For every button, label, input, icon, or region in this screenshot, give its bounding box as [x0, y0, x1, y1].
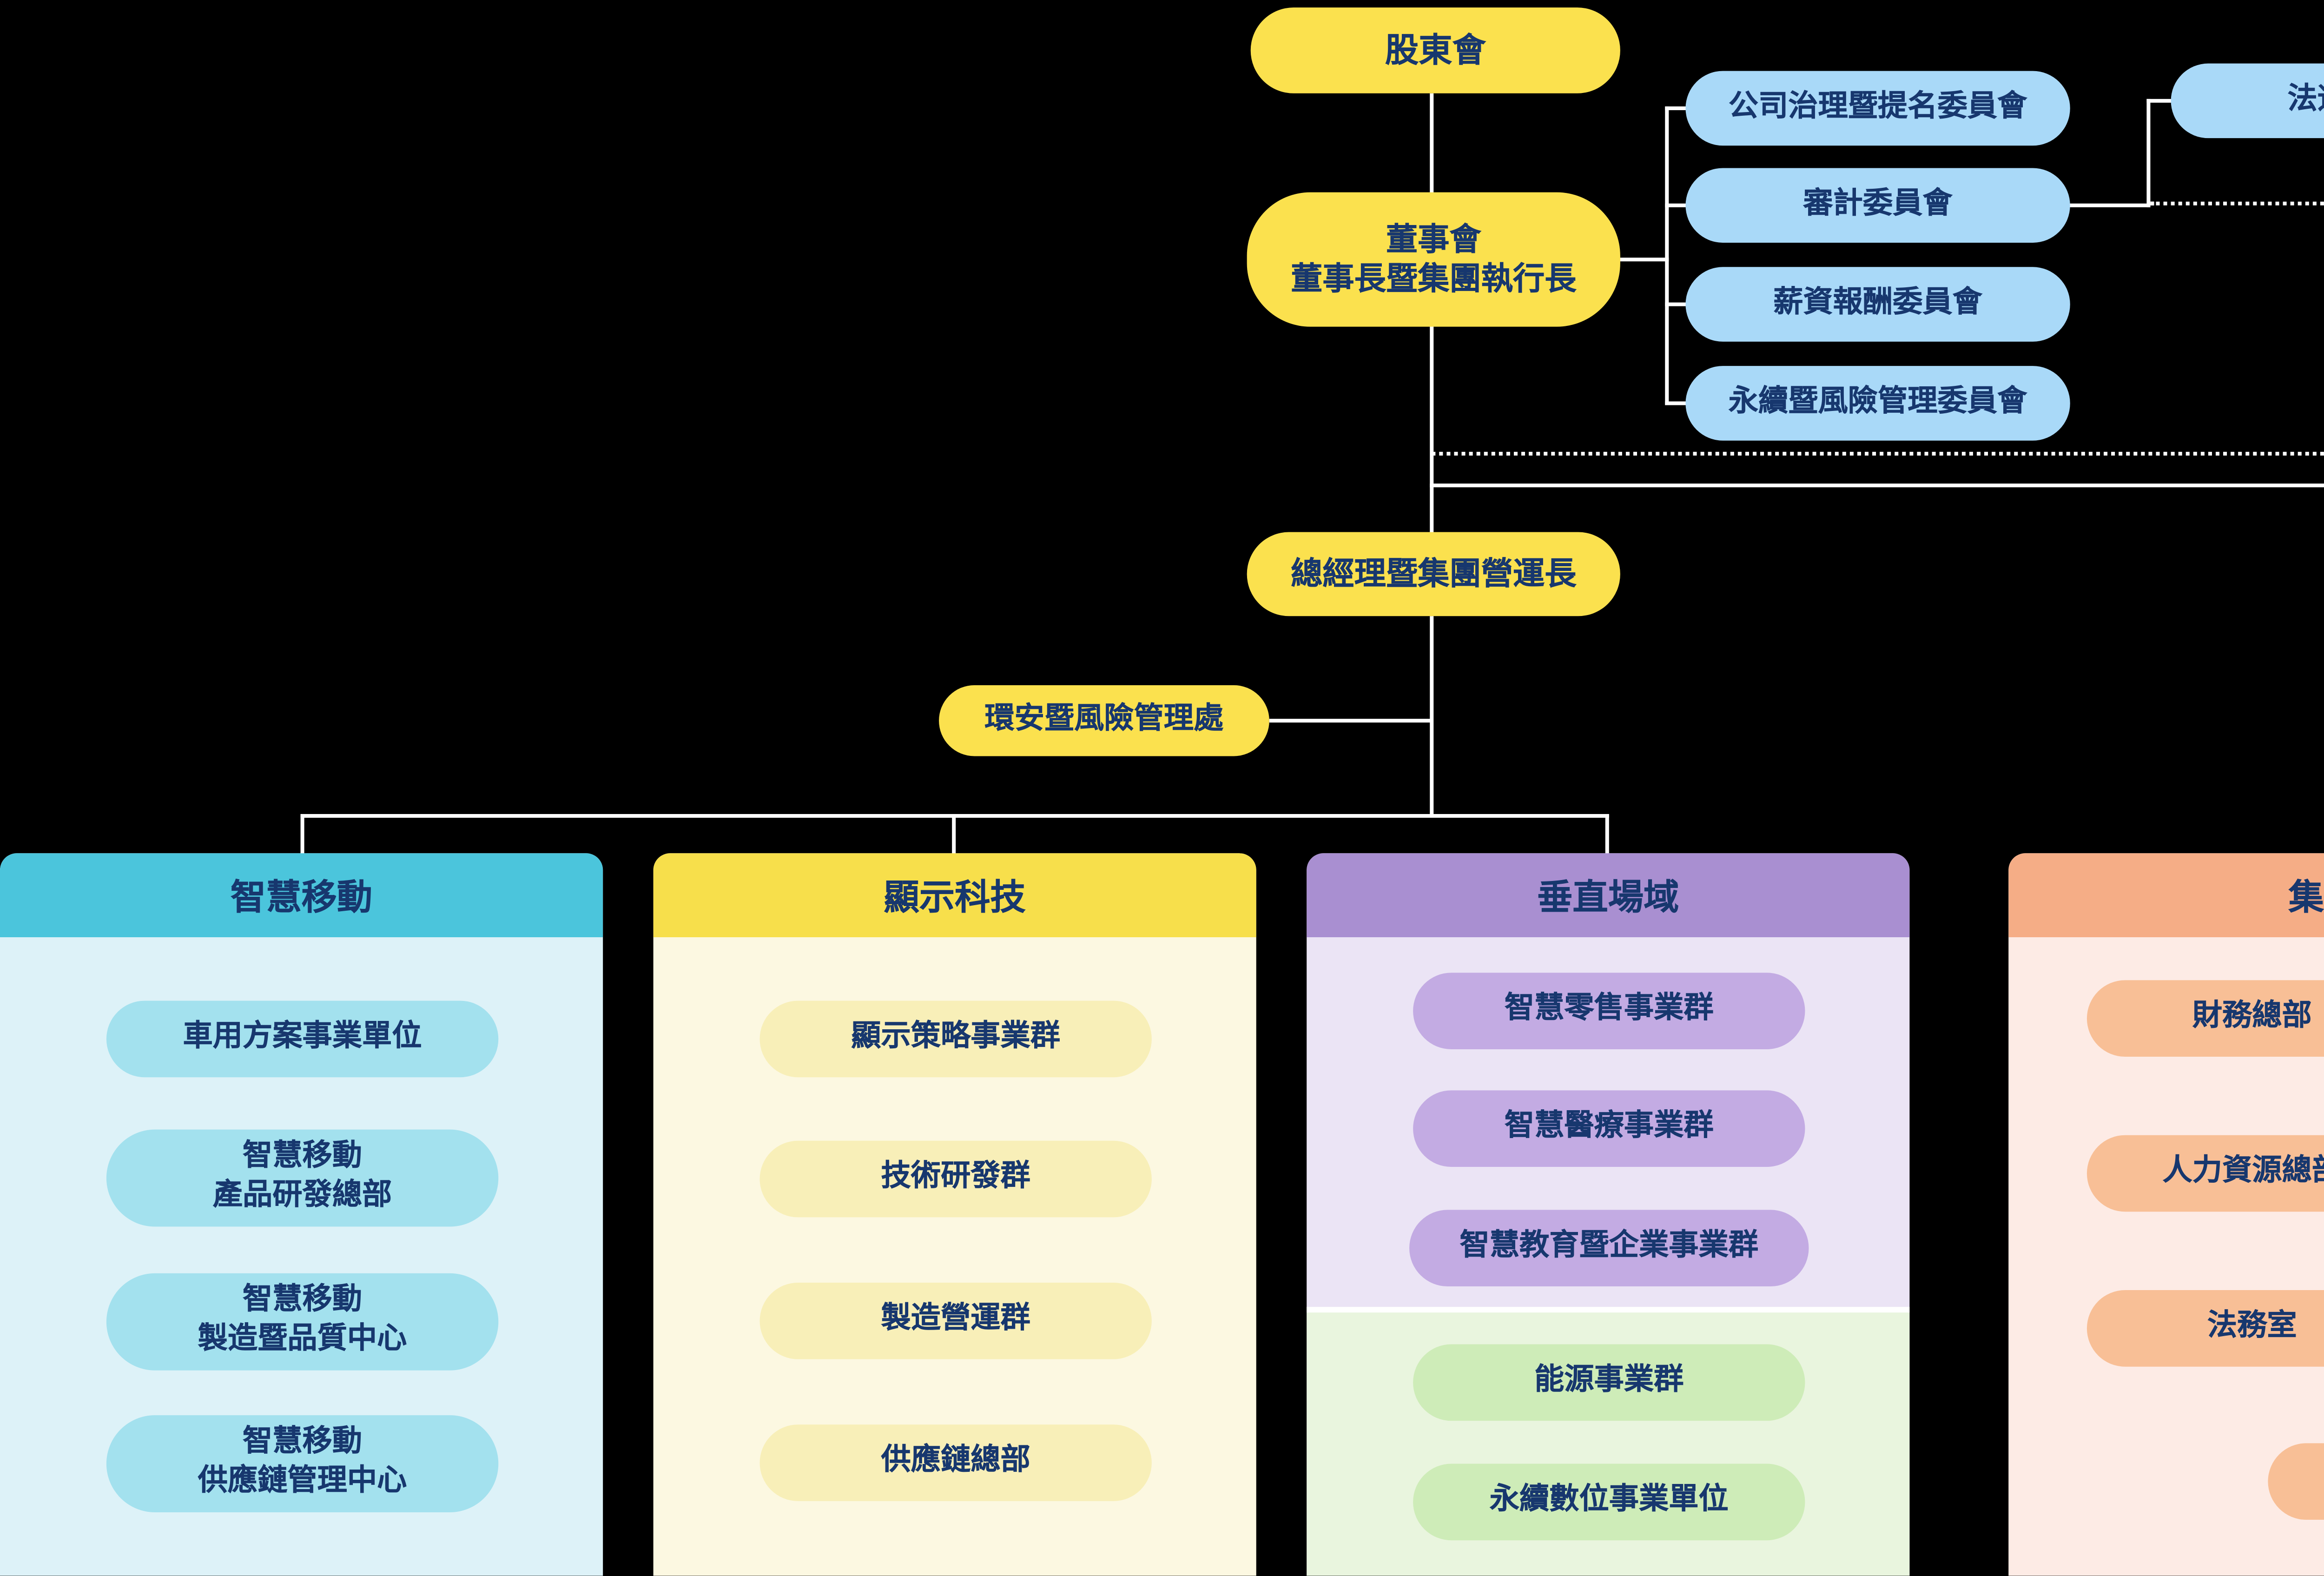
node-committee-sustainability-risk: 永續暨風險管理委員會: [1685, 366, 2070, 441]
unit-tech-rd: 技術研發群: [759, 1140, 1152, 1218]
connector-ehs-office: [1269, 719, 1432, 723]
unit-mfg-operations: 製造營運群: [759, 1282, 1152, 1359]
node-president-coo: 總經理暨集團營運長: [1247, 532, 1620, 616]
node-chief-compliance-advisor: 法遵總顧問: [2171, 63, 2324, 139]
drop-vertical-domains: [1605, 814, 1609, 855]
unit-smart-medical: 智慧醫療事業群: [1413, 1090, 1805, 1167]
committee-stub-audit: [1665, 203, 1690, 207]
committee-stub-compensation: [1665, 302, 1690, 306]
unit-smart-retail: 智慧零售事業群: [1413, 973, 1805, 1049]
card-title-vertical-domains: 垂直場域: [1307, 853, 1910, 938]
unit-display-strategy: 顯示策略事業群: [759, 1000, 1152, 1078]
committee-spine-line: [1665, 106, 1669, 405]
card-title-display-tech: 顯示科技: [653, 853, 1256, 938]
committee-stub-esg-risk: [1665, 401, 1690, 405]
connector-compliance-stub: [2146, 99, 2175, 103]
card-support-units: 集團營運支援單位: [2008, 853, 2324, 1576]
unit-automotive-solutions: 車用方案事業單位: [106, 1000, 499, 1078]
node-committee-compensation: 薪資報酬委員會: [1685, 267, 2070, 342]
unit-smart-education-enterprise: 智慧教育暨企業事業群: [1409, 1210, 1809, 1287]
committee-stub-governance: [1665, 106, 1690, 110]
node-committee-audit: 審計委員會: [1685, 168, 2070, 243]
unit-finance-hq: 財務總部: [2086, 980, 2324, 1057]
node-shareholders-meeting: 股東會: [1250, 7, 1620, 93]
unit-sustainable-digital: 永續數位事業單位: [1413, 1463, 1805, 1541]
connector-audit-compliance-h: [2066, 203, 2151, 207]
branch-support-units-h: [1430, 483, 2324, 488]
connector-audit-compliance-v: [2146, 99, 2151, 207]
unit-mobility-product-rd: 智慧移動 產品研發總部: [106, 1129, 499, 1227]
unit-legal-office: 法務室: [2086, 1290, 2324, 1367]
unit-audit-office: 稽核管理處: [2268, 1443, 2324, 1520]
connector-board-committees: [1618, 258, 1669, 262]
unit-hr-hq: 人力資源總部: [2086, 1135, 2324, 1212]
node-committee-governance-nomination: 公司治理暨提名委員會: [1685, 71, 2070, 146]
connector-shareholders-board: [1430, 93, 1434, 194]
dotted-compliance-to-board-line: [1432, 451, 2324, 456]
unit-mobility-mfg-quality: 智慧移動 製造暨品質中心: [106, 1273, 499, 1371]
connector-president-groups: [1430, 616, 1434, 816]
drop-display-tech: [952, 814, 956, 855]
node-board-of-directors: 董事會 董事長暨集團執行長: [1247, 192, 1620, 327]
card-title-support-units: 集團營運支援單位: [2008, 853, 2324, 938]
unit-supply-chain-hq: 供應鏈總部: [759, 1424, 1152, 1501]
unit-energy: 能源事業群: [1413, 1344, 1805, 1421]
node-ehs-risk-office: 環安暨風險管理處: [939, 685, 1269, 756]
unit-mobility-supply-chain: 智慧移動 供應鏈管理中心: [106, 1415, 499, 1512]
connector-board-president: [1430, 324, 1434, 534]
card-title-smart-mobility: 智慧移動: [0, 853, 603, 938]
dotted-audit-right: [2150, 201, 2324, 205]
drop-smart-mobility: [300, 814, 304, 855]
